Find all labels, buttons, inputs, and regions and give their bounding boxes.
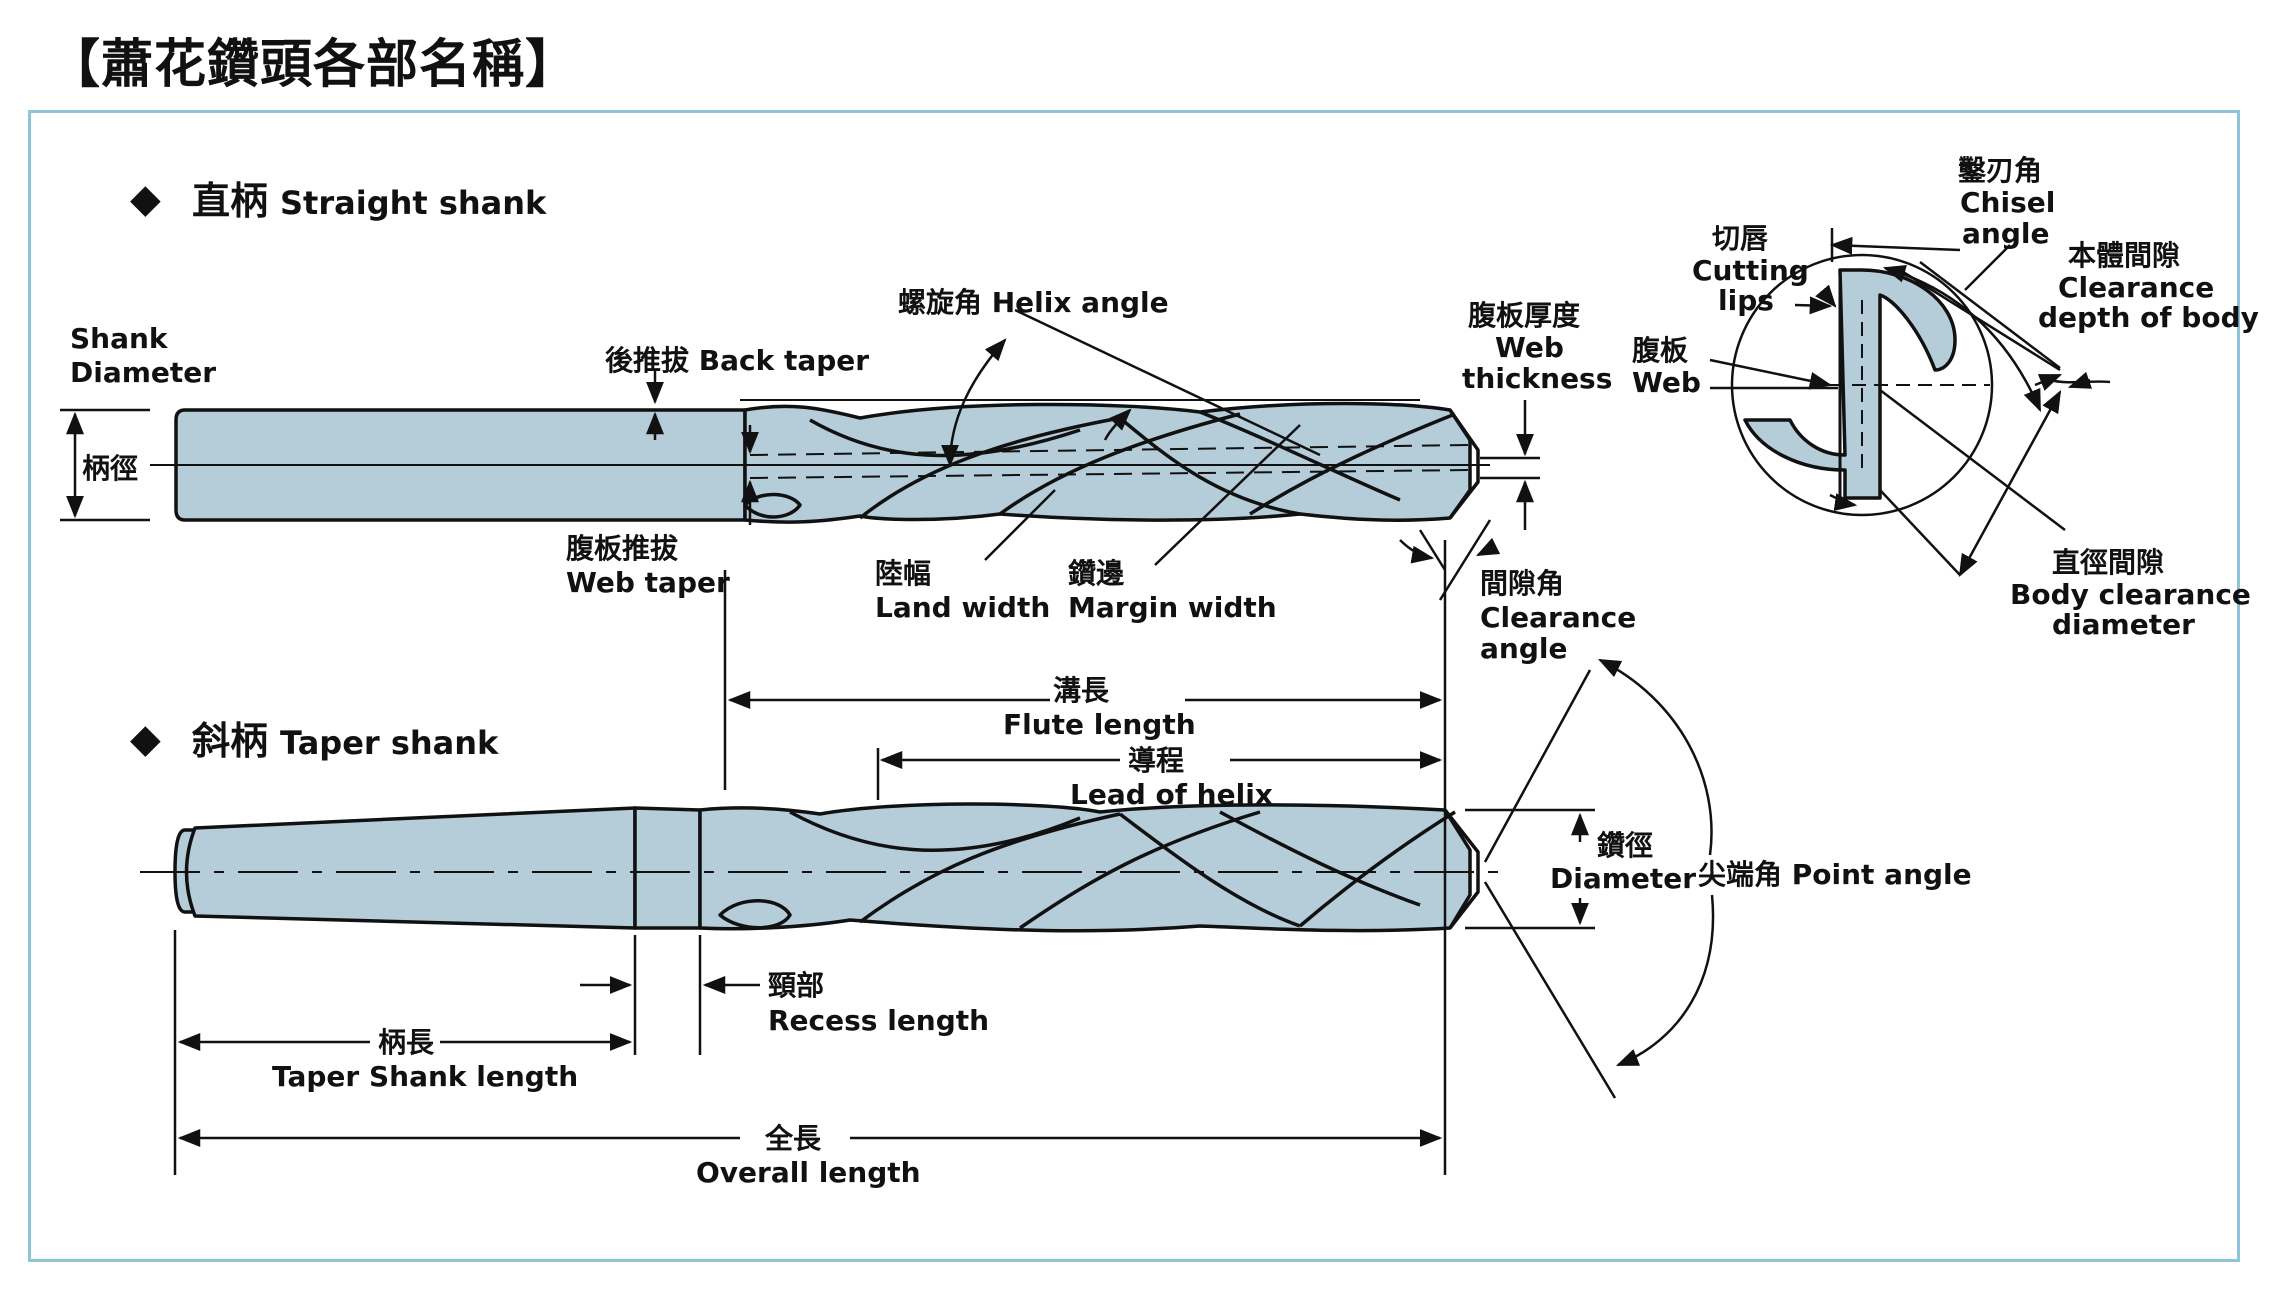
straight-shank-header: ◆ 直柄 Straight shank (130, 176, 547, 223)
straight-shank-zh: 直柄 (192, 179, 268, 223)
recess-length-zh: 頸部 (768, 969, 824, 1002)
web-thickness-label: thickness (1462, 362, 1612, 395)
chisel-angle-label: Chisel (1960, 186, 2055, 219)
flute-length-label: Flute length (1003, 708, 1196, 741)
overall-length-zh: 全長 (764, 1122, 822, 1155)
helix-angle-label: 螺旋角 Helix angle (898, 286, 1169, 319)
cutting-lips-zh: 切唇 (1712, 222, 1768, 255)
chisel-angle-zh: 鑿刃角 (1957, 154, 2042, 187)
taper-shank-drill (173, 802, 1480, 933)
diameter-point-angle (1465, 658, 1715, 1099)
chisel-angle-label: angle (1962, 217, 2049, 250)
clearance-angle-zh: 間隙角 (1480, 567, 1564, 600)
helix-angle-marker (941, 308, 1321, 468)
taper-shank-header: ◆ 斜柄 Taper shank (130, 716, 499, 763)
diameter-zh: 鑽徑 (1597, 829, 1653, 862)
clearance-depth-label: Clearance (2058, 271, 2214, 304)
shank-diameter-dimension (60, 408, 150, 522)
recess-length-label: Recess length (768, 1004, 989, 1037)
back-taper-label: 後推拔 Back taper (605, 344, 869, 377)
cutting-lips-label: Cutting (1692, 254, 1809, 287)
overall-length-label: Overall length (696, 1156, 921, 1189)
web-taper-zh: 腹板推拔 (566, 532, 679, 565)
web-thickness-label: Web (1495, 331, 1564, 364)
back-taper-marker (646, 370, 1420, 440)
page-title: 【蕭花鑽頭各部名稱】 (48, 35, 579, 95)
margin-width-label: Margin width (1068, 591, 1277, 624)
margin-width-leader (1154, 424, 1301, 566)
body-clearance-label: Body clearance (2010, 578, 2251, 611)
clearance-depth-zh: 本體間隙 (2068, 239, 2180, 272)
web-thickness-zh: 腹板厚度 (1468, 299, 1580, 332)
clearance-angle-label: Clearance (1480, 601, 1636, 634)
web-thickness-marker (1480, 400, 1540, 530)
shank-diameter-label: Shank (70, 322, 169, 355)
taper-shank-length-label: Taper Shank length (272, 1060, 578, 1093)
point-angle-label: 尖端角 Point angle (1698, 858, 1972, 891)
web-taper-label: Web taper (566, 566, 730, 599)
lead-of-helix-zh: 導程 (1128, 744, 1184, 777)
shank-diameter-label: Diameter (70, 356, 216, 389)
margin-width-zh: 鑽邊 (1068, 557, 1125, 590)
clearance-angle-label: angle (1480, 632, 1567, 665)
flute-length-zh: 溝長 (1053, 674, 1110, 707)
body-clearance-label: diameter (2052, 608, 2195, 641)
clearance-depth-label: depth of body (2038, 301, 2259, 334)
land-width-zh: 陸幅 (875, 557, 931, 590)
clearance-angle-marker (1399, 519, 1501, 601)
diagram-frame (28, 110, 2240, 1262)
length-dimensions (173, 540, 1447, 1175)
straight-shank-en: Straight shank (280, 184, 547, 222)
land-width-label: Land width (875, 591, 1050, 624)
web-zh: 腹板 (1632, 334, 1688, 367)
bullet-diamond-icon: ◆ (130, 176, 161, 222)
end-view-annotations (1709, 228, 2111, 577)
straight-shank-drill (174, 401, 1480, 524)
land-width-leader (984, 489, 1056, 561)
taper-shank-length-zh: 柄長 (378, 1026, 435, 1059)
diameter-label: Diameter (1550, 862, 1696, 895)
lead-of-helix-label: Lead of helix (1070, 778, 1273, 811)
bullet-diamond-icon: ◆ (130, 716, 161, 762)
taper-shank-en: Taper shank (280, 724, 499, 762)
body-clearance-zh: 直徑間隙 (2052, 546, 2164, 579)
web-label: Web (1632, 366, 1701, 399)
shank-diameter-zh: 柄徑 (82, 452, 138, 485)
cutting-lips-label: lips (1718, 284, 1774, 317)
taper-shank-zh: 斜柄 (192, 719, 268, 763)
